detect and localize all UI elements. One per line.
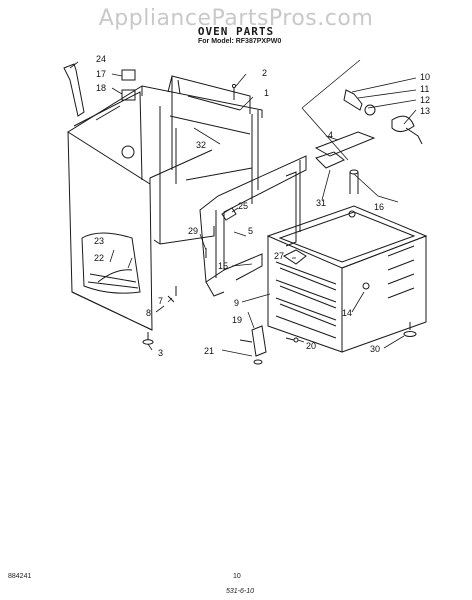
- leader-lines: [69, 59, 417, 357]
- callout-11: 11: [420, 84, 429, 94]
- footer-date-code: 531-6-10: [226, 588, 255, 595]
- model-subtitle: For Model: RF387PXPW0: [198, 38, 282, 45]
- lens-clip: [405, 127, 423, 145]
- callout-27: 27: [274, 251, 284, 261]
- callout-31: 31: [316, 198, 326, 208]
- callout-22: 22: [94, 253, 104, 263]
- small-parts: [63, 63, 423, 365]
- callout-21: 21: [204, 346, 214, 356]
- callout-12: 12: [420, 95, 430, 105]
- callout-3: 3: [158, 348, 163, 358]
- callout-1: 1: [264, 88, 269, 98]
- valve-part: [251, 325, 267, 357]
- callout-17: 17: [96, 69, 106, 79]
- oven-liner: [266, 205, 428, 353]
- callout-4: 4: [328, 130, 333, 140]
- callout-8: 8: [146, 308, 151, 318]
- block-part-18: [121, 89, 136, 101]
- callout-9: 9: [234, 298, 239, 308]
- callout-15: 15: [218, 261, 228, 271]
- block-part-17: [121, 69, 136, 81]
- callout-19: 19: [232, 315, 242, 325]
- callout-23: 23: [94, 236, 104, 246]
- callout-5: 5: [248, 226, 253, 236]
- strap-part: [63, 63, 85, 117]
- callout-25: 25: [238, 201, 248, 211]
- callout-16: 16: [374, 202, 384, 212]
- callout-24: 24: [96, 54, 106, 64]
- callout-20: 20: [306, 341, 316, 351]
- bracket-part-31: [315, 151, 345, 169]
- callout-18: 18: [96, 83, 106, 93]
- watermark: AppliancePartsPros.com: [98, 6, 374, 31]
- callout-14: 14: [342, 308, 352, 318]
- callout-labels: 1 2 3 4 5 7 8 9 10 11 12 13 14 15 16 17 …: [94, 54, 430, 358]
- callout-7: 7: [158, 296, 163, 306]
- callout-30: 30: [370, 344, 380, 354]
- callout-10: 10: [420, 72, 430, 82]
- bracket-part-4: [314, 131, 376, 157]
- oven-front-frame: [199, 155, 307, 297]
- oven-cabinet: [67, 75, 263, 331]
- light-socket: [343, 89, 363, 111]
- callout-29: 29: [188, 226, 198, 236]
- diagram-title: OVEN PARTS: [197, 25, 275, 38]
- light-lens: [391, 115, 415, 132]
- footer-left-code: 884241: [8, 573, 32, 580]
- callout-2: 2: [262, 68, 267, 78]
- footer-page-number: 10: [233, 573, 241, 580]
- light-bulb: [364, 104, 376, 116]
- callout-13: 13: [420, 106, 430, 116]
- callout-32: 32: [196, 140, 206, 150]
